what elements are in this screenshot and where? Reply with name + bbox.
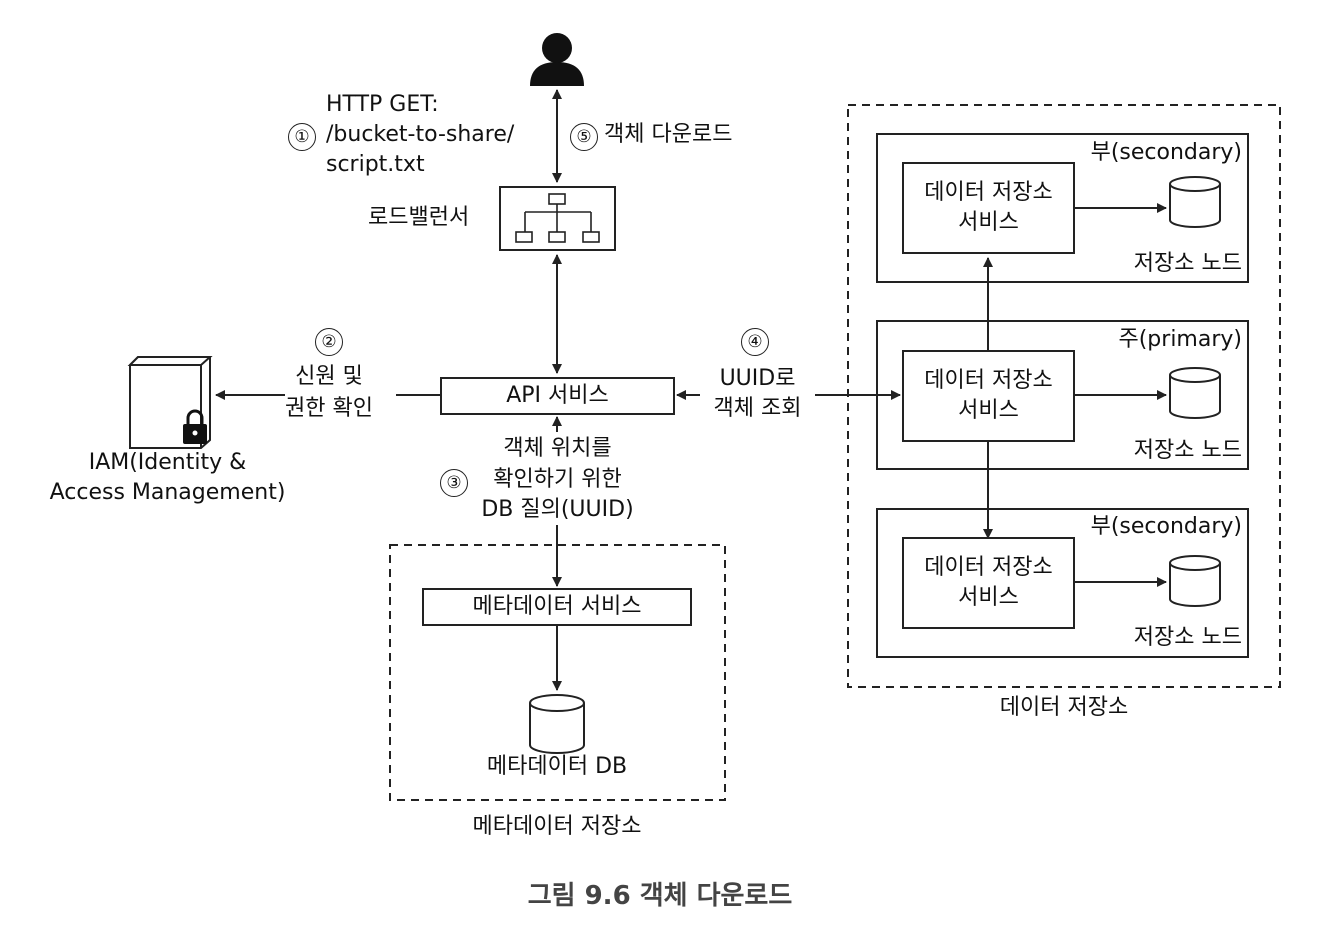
uuid-line-2: 객체 조회 — [713, 396, 802, 421]
auth-line-1: 신원 및 — [295, 364, 363, 389]
data-service-box-3: 데이터 저장소 서비스 — [902, 537, 1075, 629]
storage-node-label-1: 저장소 노드 — [1133, 251, 1242, 276]
metadata-db-label: 메타데이터 DB — [486, 754, 628, 779]
storage-node-label-3: 저장소 노드 — [1133, 625, 1242, 650]
metadata-db-icon — [529, 694, 585, 754]
db-query-step: ③ — [440, 467, 468, 497]
step-5-badge: ⑤ — [570, 123, 598, 151]
data-service-box-2: 데이터 저장소 서비스 — [902, 350, 1075, 442]
metadata-service-label: 메타데이터 서비스 — [472, 594, 642, 619]
iam-line-1: IAM(Identity & — [88, 450, 247, 475]
uuid-step: ④ — [738, 326, 772, 356]
step-3-badge: ③ — [440, 469, 468, 497]
node-frame-secondary-2 — [876, 508, 1249, 658]
data-store-label: 데이터 저장소 — [999, 695, 1129, 720]
load-balancer-label: 로드밸런서 — [368, 205, 470, 230]
api-service-box: API 서비스 — [440, 377, 675, 415]
request-step: ① — [288, 121, 316, 151]
auth-line-2: 권한 확인 — [285, 396, 373, 421]
storage-node-label-2: 저장소 노드 — [1133, 438, 1242, 463]
db-query-line-1: 객체 위치를 — [503, 436, 612, 461]
download-step: ⑤ — [570, 121, 598, 151]
request-line-3: script.txt — [326, 152, 425, 177]
figure-caption: 그림 9.6 객체 다운로드 — [527, 881, 793, 911]
download-label: 객체 다운로드 — [604, 122, 733, 147]
node-role-secondary-2: 부(secondary) — [1090, 514, 1242, 539]
data-service-line-1: 데이터 저장소 — [924, 368, 1053, 393]
metadata-store-boundary — [389, 544, 726, 801]
api-service-label: API 서비스 — [506, 383, 609, 408]
db-query-line-2: 확인하기 위한 — [493, 467, 622, 492]
data-service-line-2: 서비스 — [958, 210, 1019, 235]
node-frame-primary — [876, 320, 1249, 470]
iam-line-2: Access Management) — [49, 480, 286, 505]
data-service-box-1: 데이터 저장소 서비스 — [902, 162, 1075, 254]
data-service-line-2: 서비스 — [958, 398, 1019, 423]
step-1-badge: ① — [288, 123, 316, 151]
data-service-line-1: 데이터 저장소 — [924, 180, 1053, 205]
storage-node-icon — [1169, 367, 1221, 419]
request-line-1: HTTP GET: — [326, 92, 439, 117]
node-frame-secondary-1 — [876, 133, 1249, 283]
step-2-badge: ② — [315, 328, 343, 356]
node-role-primary: 주(primary) — [1118, 327, 1242, 352]
data-store-boundary — [847, 104, 1281, 688]
request-line-2: /bucket-to-share/ — [326, 122, 515, 147]
step-4-badge: ④ — [741, 328, 769, 356]
user-icon — [530, 33, 584, 86]
storage-node-icon — [1169, 176, 1221, 228]
db-query-line-3: DB 질의(UUID) — [481, 497, 634, 522]
uuid-line-1: UUID로 — [719, 366, 796, 391]
data-service-line-1: 데이터 저장소 — [924, 555, 1053, 580]
lock-icon — [183, 409, 207, 444]
metadata-store-label: 메타데이터 저장소 — [472, 814, 642, 839]
node-role-secondary-1: 부(secondary) — [1090, 140, 1242, 165]
storage-node-icon — [1169, 555, 1221, 607]
load-balancer-icon — [515, 193, 600, 243]
data-service-line-2: 서비스 — [958, 585, 1019, 610]
metadata-service-box: 메타데이터 서비스 — [422, 588, 692, 626]
auth-step: ② — [312, 326, 346, 356]
